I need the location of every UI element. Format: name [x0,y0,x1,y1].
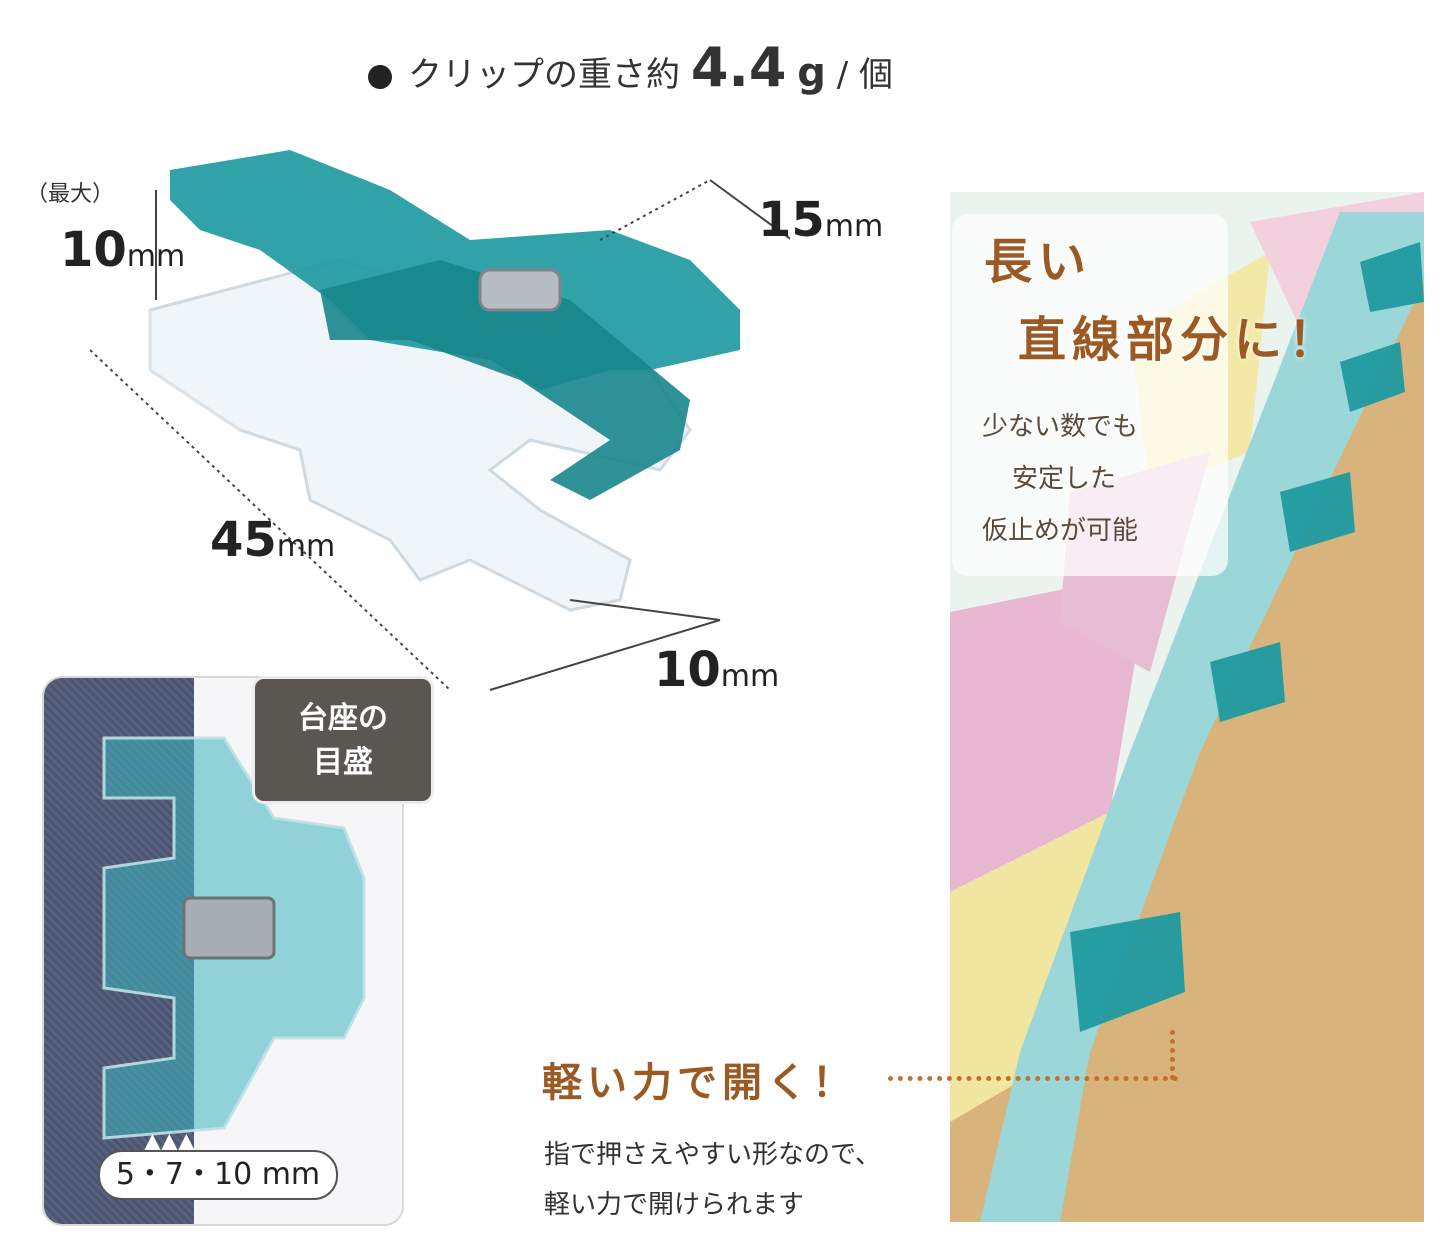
dim-height-unit: mm [126,239,186,274]
callout-line2: 安定した [1012,464,1117,494]
dim-width-bottom-unit: mm [720,659,780,694]
weight-unit: g [797,50,826,96]
clip-on-fabric: ▲▲▲ [102,736,366,1154]
dim-width-top: 15mm [758,192,883,248]
feature-line2: 軽い力で開けられます [544,1190,805,1220]
dim-length: 45mm [210,512,335,568]
bullet-icon [368,64,392,89]
clip-weight: クリップの重さ約 4.4 g / 個 [368,36,893,99]
dim-width-top-value: 15 [758,192,825,248]
feature-headline: 軽い力で開く！ [542,1060,857,1106]
clip-illustration [90,150,790,691]
weight-per: / 個 [836,55,894,95]
dim-length-value: 45 [210,512,277,568]
feature-line1: 指で押さえやすい形なので、 [544,1140,881,1170]
callout-line1: 少ない数でも [982,412,1139,442]
leader-dots [888,1076,1178,1081]
callout-headline1: 長い [984,234,1093,290]
dim-width-top-unit: mm [824,209,884,244]
leader-dots-vertical [1170,1030,1175,1080]
weight-label: クリップの重さ約 [408,55,680,95]
dim-width-bottom: 10mm [654,642,779,698]
teal-arm [320,260,690,500]
badge-line2: 目盛 [313,745,373,780]
metal-spring [478,268,562,312]
dim-length-unit: mm [276,529,336,564]
svg-text:▲▲▲: ▲▲▲ [144,1129,195,1154]
dim-width-bottom-value: 10 [654,642,721,698]
badge-line1: 台座の [298,701,388,736]
dim-height-value: 10 [60,222,127,278]
height-note: （最大） [26,182,115,207]
callout-line3: 仮止めが可能 [982,516,1139,546]
scale-pill: 5・7・10 mm [98,1150,338,1200]
callout-headline2: 直線部分に！ [1018,312,1343,368]
base-scale-badge: 台座の 目盛 [252,676,434,804]
weight-value: 4.4 [690,36,787,99]
callout-panel [952,214,1228,576]
dim-height: 10mm [60,222,185,278]
